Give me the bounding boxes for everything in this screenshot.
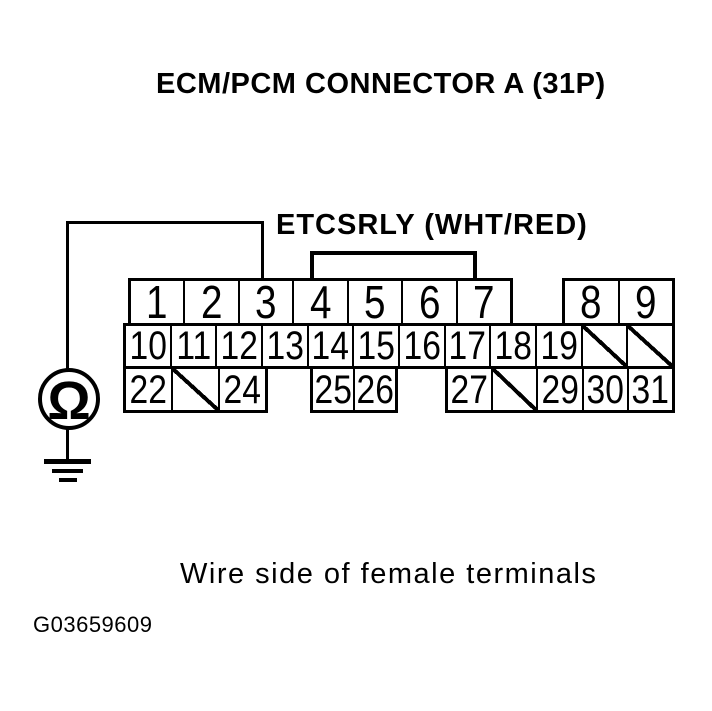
pin-7: 7 (455, 281, 510, 323)
pin-2: 2 (183, 281, 237, 323)
wire-vertical-left (66, 221, 69, 370)
pin-15: 15 (352, 326, 398, 366)
no-pin-slash (580, 326, 627, 366)
pin-5: 5 (346, 281, 401, 323)
ground-lead-line (66, 429, 69, 460)
pin-bracket-right (473, 251, 477, 281)
caption: Wire side of female terminals (180, 558, 598, 590)
no-pin-slash (171, 369, 218, 410)
page-title: ECM/PCM CONNECTOR A (31P) (156, 68, 606, 100)
wire-horizontal-top (66, 221, 264, 224)
pin-18: 18 (489, 326, 535, 366)
no-pin-slash (491, 369, 537, 410)
wire-vertical-to-pin (261, 221, 264, 281)
wire-label: ETCSRLY (WHT/RED) (276, 209, 588, 241)
figure-id: G03659609 (33, 612, 153, 637)
pin-row-3-left-group: 22 24 (123, 366, 268, 413)
no-pin-slash (626, 326, 673, 366)
pin-1: 1 (146, 281, 168, 323)
pin-8: 8 (580, 281, 602, 323)
pin-9: 9 (617, 281, 673, 323)
pin-30: 30 (581, 369, 627, 410)
pin-25: 25 (314, 369, 352, 410)
pin-17: 17 (443, 326, 490, 366)
pin-10: 10 (129, 326, 167, 366)
pin-22: 22 (129, 369, 168, 410)
pin-11: 11 (169, 326, 216, 366)
pin-4: 4 (292, 281, 346, 323)
pin-bracket-top (310, 251, 477, 255)
pin-13: 13 (261, 326, 307, 366)
pin-31: 31 (626, 369, 672, 410)
pin-19: 19 (535, 326, 581, 366)
ohm-symbol: Ω (47, 371, 91, 431)
pin-29: 29 (536, 369, 581, 410)
pin-24: 24 (218, 369, 265, 410)
pin-14: 14 (306, 326, 353, 366)
ohmmeter-icon: Ω (38, 368, 100, 430)
pin-27: 27 (450, 369, 489, 410)
pin-16: 16 (398, 326, 444, 366)
pin-6: 6 (401, 281, 455, 323)
pin-3: 3 (237, 281, 292, 323)
pin-12: 12 (215, 326, 261, 366)
pin-bracket-left (310, 251, 314, 281)
pin-26: 26 (353, 369, 395, 410)
